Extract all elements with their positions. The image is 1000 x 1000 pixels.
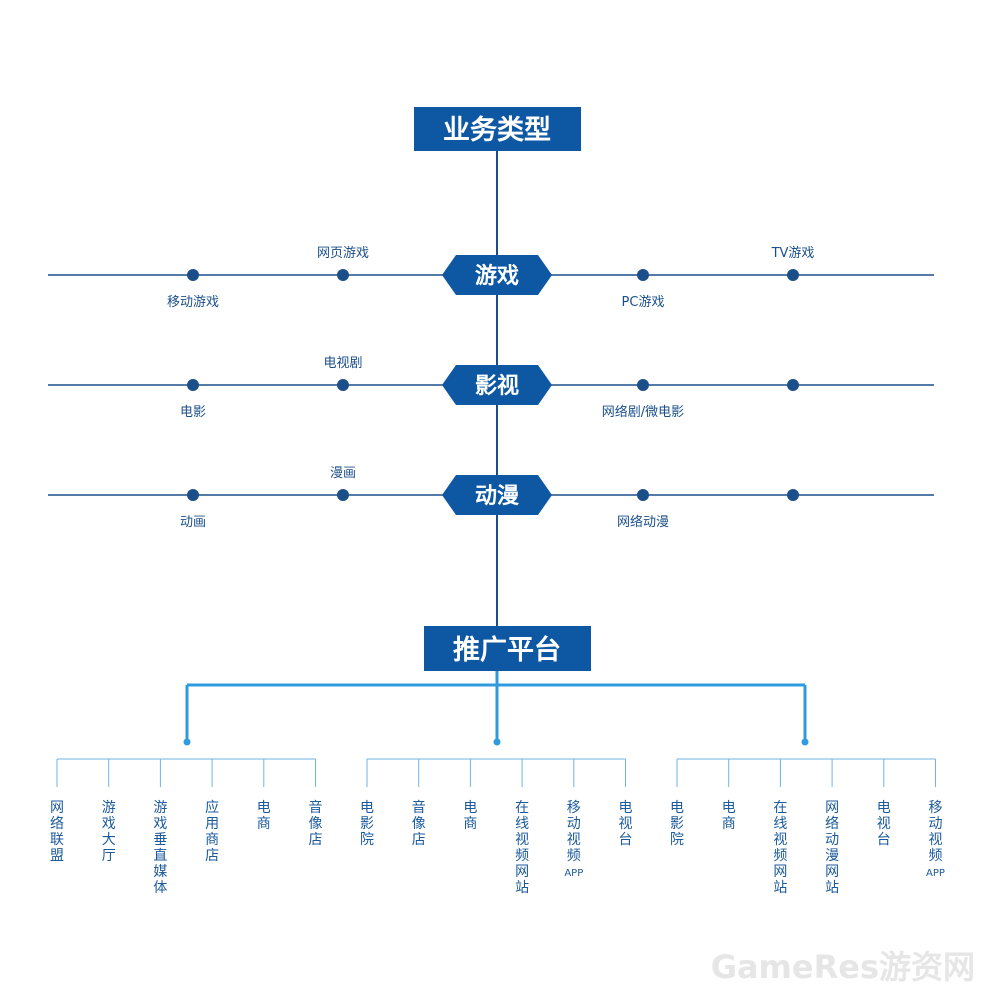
bottom-title: 推广平台: [453, 634, 561, 666]
platform-item: 在线视频网站: [515, 800, 529, 896]
platform-item: 网络动漫网站: [825, 800, 839, 896]
node-dot: [787, 269, 799, 281]
platform-item: 电影院: [360, 800, 374, 848]
node-dot: [187, 269, 199, 281]
node-label: 网络剧/微电影: [602, 404, 684, 420]
platform-item: 在线视频网站: [773, 800, 787, 896]
node-label: 电视剧: [323, 356, 362, 371]
node-dot: [637, 379, 649, 391]
node-dot: [787, 489, 799, 501]
category-hexagon: [442, 365, 552, 405]
platform-item: 音像店: [309, 799, 323, 848]
node-label: PC游戏: [622, 295, 665, 310]
category-hexagon: [442, 255, 552, 295]
platform-item: 应用商店: [205, 799, 219, 864]
platform-item: 电商: [463, 800, 477, 832]
platform-item: 电视台: [619, 800, 633, 848]
bracket-dot: [493, 738, 501, 746]
node-label: 电影: [180, 405, 206, 420]
top-title-box: 业务类型: [414, 107, 581, 151]
category-label: 游戏: [475, 263, 519, 289]
node-label: 网页游戏: [317, 246, 369, 261]
node-dot: [187, 489, 199, 501]
platform-leaves: 网络联盟 游戏大厅 游戏垂直媒体 应用商店 电商 音像店 电影院 音像店 电商 在线视频网站 移动视…: [50, 758, 945, 896]
node-dot: [337, 489, 349, 501]
bottom-title-box: 推广平台: [424, 626, 591, 671]
watermark: GameRes游资网: [711, 948, 975, 986]
category-hexagon: [442, 475, 552, 515]
node-label: 漫画: [330, 466, 356, 481]
node-label: 移动游戏: [167, 295, 219, 310]
node-label: 动画: [180, 515, 206, 530]
node-dot: [637, 269, 649, 281]
node-dot: [637, 489, 649, 501]
platform-item: 电商: [722, 800, 736, 832]
node-dot: [337, 379, 349, 391]
platform-item: 电视台: [877, 800, 891, 848]
node-dot: [787, 379, 799, 391]
platform-item: 游戏大厅: [102, 800, 116, 864]
platform-item: 网络联盟: [50, 800, 64, 864]
platform-item: 游戏垂直媒体: [153, 800, 167, 896]
platform-bracket: [183, 671, 809, 746]
bracket-dot: [801, 738, 809, 746]
category-label: 影视: [475, 373, 519, 399]
bracket-dot: [183, 738, 191, 746]
platform-item: 电影院: [670, 800, 684, 848]
node-dot: [187, 379, 199, 391]
platform-item: 电商: [257, 800, 271, 832]
platform-item: 音像店: [412, 799, 426, 848]
platform-group: 网络联盟 游戏大厅 游戏垂直媒体 应用商店 电商 音像店: [50, 758, 323, 896]
node-label: TV游戏: [771, 246, 815, 261]
node-label: 网络动漫: [617, 514, 669, 530]
category-label: 动漫: [475, 484, 519, 509]
node-dot: [337, 269, 349, 281]
top-title: 业务类型: [443, 115, 551, 146]
